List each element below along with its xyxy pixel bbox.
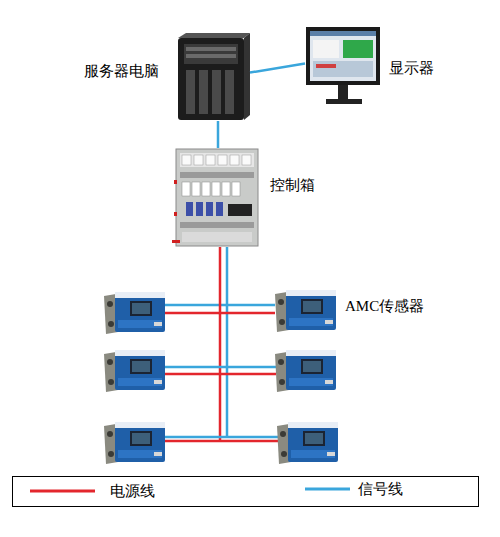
wire-connector — [250, 63, 305, 72]
legend-text: 电源线 — [110, 482, 155, 500]
server-illustration — [178, 33, 250, 120]
wire-connector — [227, 247, 275, 305]
node-label: 服务器电脑 — [84, 62, 159, 80]
control-cabinet-illustration — [172, 149, 258, 246]
legend-line-sample — [305, 488, 350, 491]
wire-connector — [217, 121, 220, 148]
legend-frame — [13, 477, 479, 507]
node-label: 控制箱 — [270, 176, 315, 194]
control-box-node: 控制箱 — [175, 148, 260, 247]
monitor-illustration — [306, 27, 380, 104]
server-node: 服务器电脑 — [170, 33, 250, 121]
node-label: AMC传感器 — [345, 297, 424, 315]
legend-line-sample — [30, 490, 95, 493]
bus-wiring — [165, 305, 278, 441]
node-label: 显示器 — [389, 59, 434, 77]
sensor-illustrations — [104, 290, 338, 464]
legend-text: 信号线 — [358, 480, 403, 498]
wire-connector — [220, 247, 275, 313]
sensor-node: AMC传感器 — [275, 288, 337, 333]
monitor-node: 显示器 — [305, 25, 381, 105]
